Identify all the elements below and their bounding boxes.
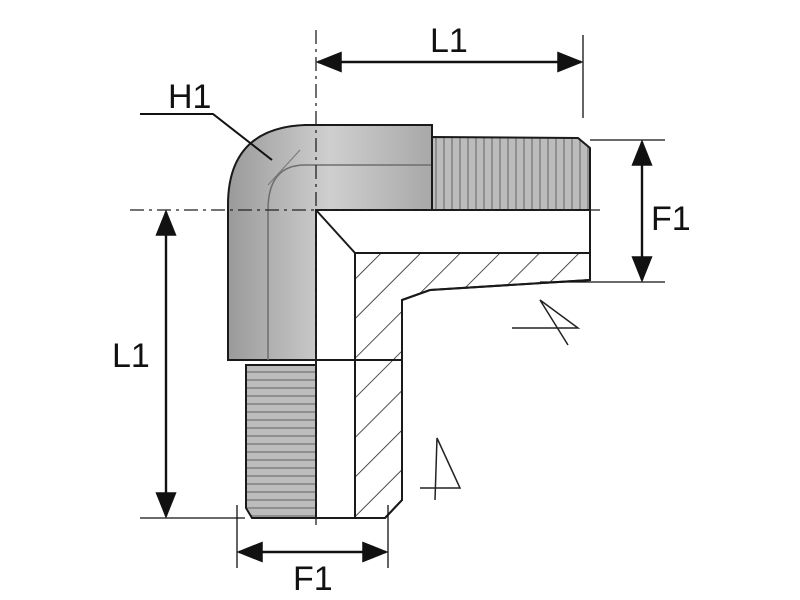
elbow-seam xyxy=(267,149,301,186)
bottom-f1-label: F1 xyxy=(293,560,333,598)
elbow-inner-shade xyxy=(267,164,432,360)
dimension-arrows xyxy=(155,51,653,563)
bottom-thread xyxy=(245,364,317,519)
section-marks xyxy=(420,299,581,501)
right-thread xyxy=(431,135,591,211)
hex-leader xyxy=(140,113,273,161)
left-l1-label: L1 xyxy=(112,337,150,375)
section-mark-bottom xyxy=(420,437,462,501)
right-arm-section xyxy=(315,209,591,361)
centerlines xyxy=(130,30,600,525)
section-mark-right xyxy=(512,299,581,346)
right-f1-label: F1 xyxy=(651,200,691,238)
hex-h1-label: H1 xyxy=(168,78,211,116)
top-l1-label: L1 xyxy=(430,22,468,60)
